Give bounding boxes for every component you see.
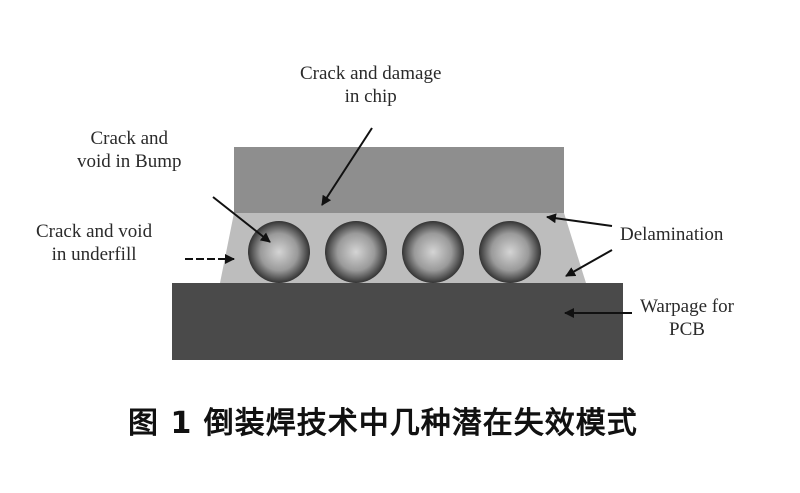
arrows [185, 127, 632, 318]
chip [234, 147, 564, 215]
label-line: void in Bump [77, 151, 182, 172]
label-bump: Crack and void in Bump [77, 127, 182, 173]
pcb-substrate [172, 283, 623, 360]
figure-caption: 图 1 倒装焊技术中几种潜在失效模式 [128, 406, 638, 441]
label-line: PCB [669, 319, 705, 340]
label-warpage: Warpage for PCB [640, 295, 734, 341]
label-line: in underfill [51, 244, 137, 265]
label-underfill: Crack and void in underfill [36, 220, 152, 266]
label-line: in chip [344, 86, 397, 107]
label-line: Crack and void [36, 221, 153, 242]
label-chip-damage: Crack and damage in chip [300, 62, 441, 108]
label-line: Delamination [620, 224, 724, 245]
label-line: Crack and damage [300, 63, 442, 84]
label-line: Crack and [90, 128, 169, 149]
label-delamination: Delamination [620, 223, 723, 246]
label-line: Warpage for [640, 296, 734, 317]
